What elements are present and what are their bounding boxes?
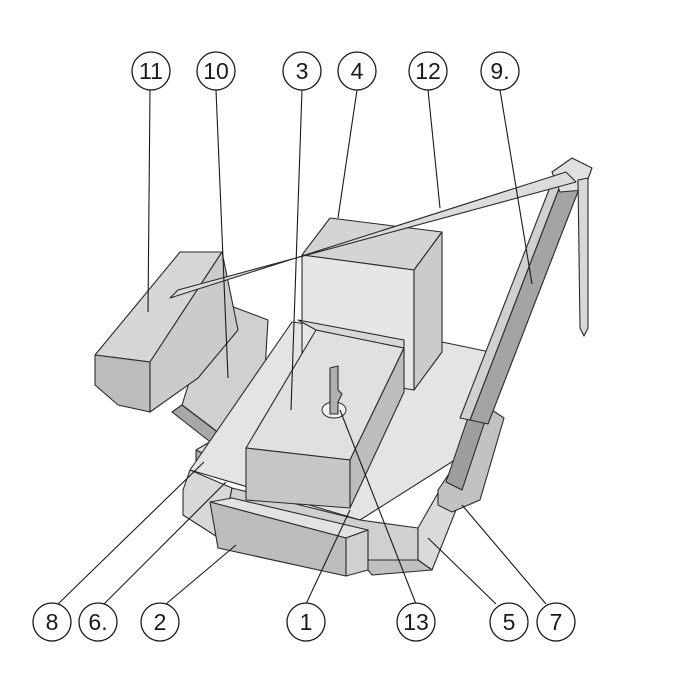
arm-front: [459, 181, 561, 421]
central-block-back-plate: [297, 319, 405, 349]
callout-8: 8: [32, 602, 72, 642]
callout-13: 13: [396, 602, 436, 642]
callout-label-13: 13: [403, 609, 429, 635]
callout-11: 11: [131, 51, 171, 91]
leader-3: [290, 89, 303, 411]
front-bumper-side: [345, 529, 369, 577]
arm-assembly: [437, 157, 593, 513]
leader-11: [147, 89, 151, 313]
callout-label-2: 2: [154, 609, 167, 635]
central-block-side: [349, 347, 405, 509]
callout-label-9: 9.: [490, 58, 509, 84]
callout-10: 10: [196, 51, 236, 91]
callout-label-1: 1: [300, 609, 313, 635]
leader-6: [103, 481, 227, 605]
leader-9: [499, 89, 533, 285]
counterweight-front: [94, 354, 151, 413]
cable-rod: [169, 171, 577, 299]
callout-5: 5: [489, 602, 529, 642]
chassis-bottom-edge: [359, 559, 433, 576]
front-bumper: [209, 497, 369, 577]
callout-3: 3: [282, 51, 322, 91]
callout-9: 9.: [480, 51, 520, 91]
callout-label-11: 11: [139, 58, 163, 84]
callout-label-7: 7: [550, 609, 563, 635]
leader-5: [427, 537, 497, 605]
counterweight-side: [149, 251, 239, 413]
leader-10: [215, 89, 229, 379]
leader-8: [57, 461, 205, 605]
callout-2: 2: [140, 602, 180, 642]
callout-1: 1: [286, 602, 326, 642]
leader-13: [339, 409, 417, 605]
leader-7: [461, 504, 547, 605]
arm-pin: [577, 177, 589, 337]
callout-label-5: 5: [503, 609, 516, 635]
leader-lines: [57, 89, 547, 605]
arm-side: [469, 175, 585, 425]
callout-6: 6.: [78, 602, 118, 642]
leader-4: [337, 89, 358, 219]
leader-12: [427, 89, 441, 209]
leader-1: [305, 509, 351, 605]
leader-2: [165, 544, 237, 605]
callout-label-6: 6.: [88, 609, 107, 635]
callout-label-12: 12: [415, 58, 441, 84]
callout-7: 7: [536, 602, 576, 642]
callout-label-8: 8: [46, 609, 59, 635]
callout-label-4: 4: [351, 58, 364, 84]
central-block: [245, 319, 405, 509]
callout-4: 4: [337, 51, 377, 91]
callout-12: 12: [408, 51, 448, 91]
callout-label-3: 3: [296, 58, 309, 84]
callout-label-10: 10: [203, 58, 229, 84]
upper-housing-side: [413, 231, 443, 391]
shaft: [329, 365, 343, 415]
